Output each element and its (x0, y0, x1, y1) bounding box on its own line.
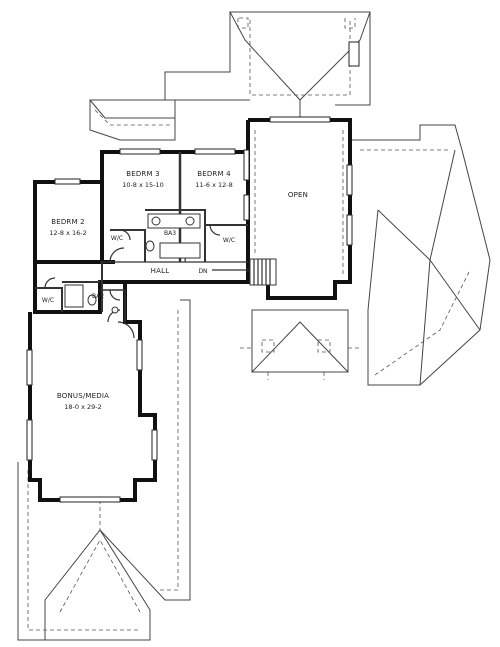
bedrm2-dims: 12-8 x 16-2 (49, 229, 86, 237)
bedrm2-label: BEDRM 2 (51, 218, 85, 226)
room-labels: BEDRM 2 12-8 x 16-2 BEDRM 3 10-8 x 15-10… (42, 170, 308, 411)
stair-label: DN (198, 268, 207, 275)
roof-right (350, 124, 491, 386)
open-label: OPEN (288, 191, 308, 199)
bedrm3-label: BEDRM 3 (126, 170, 160, 178)
skylight (348, 41, 360, 67)
bonus-label: BONUS/MEDIA (57, 392, 109, 400)
wic-bedrm2-label: W/C (111, 235, 123, 242)
bedrm3-dims: 10-8 x 15-10 (122, 181, 164, 189)
ba3-label: BA3 (164, 230, 176, 237)
bath-fixtures (64, 213, 201, 314)
hall-label: HALL (151, 267, 170, 275)
wic-bedrm4-label: W/C (223, 237, 235, 244)
roof-top (164, 11, 371, 118)
ba2-label: BA2 (92, 293, 104, 300)
roof-front (240, 309, 360, 380)
staircase (212, 258, 277, 286)
wic-ba2-label: W/C (42, 297, 54, 304)
railing (254, 130, 344, 275)
roof-left (89, 99, 176, 141)
roof-bottom (17, 299, 191, 641)
bonus-dims: 18-0 x 29-2 (64, 403, 101, 411)
doors (44, 224, 221, 339)
windows (26, 116, 353, 503)
bedrm4-dims: 11-6 x 12-8 (195, 181, 232, 189)
bedrm4-label: BEDRM 4 (197, 170, 231, 178)
